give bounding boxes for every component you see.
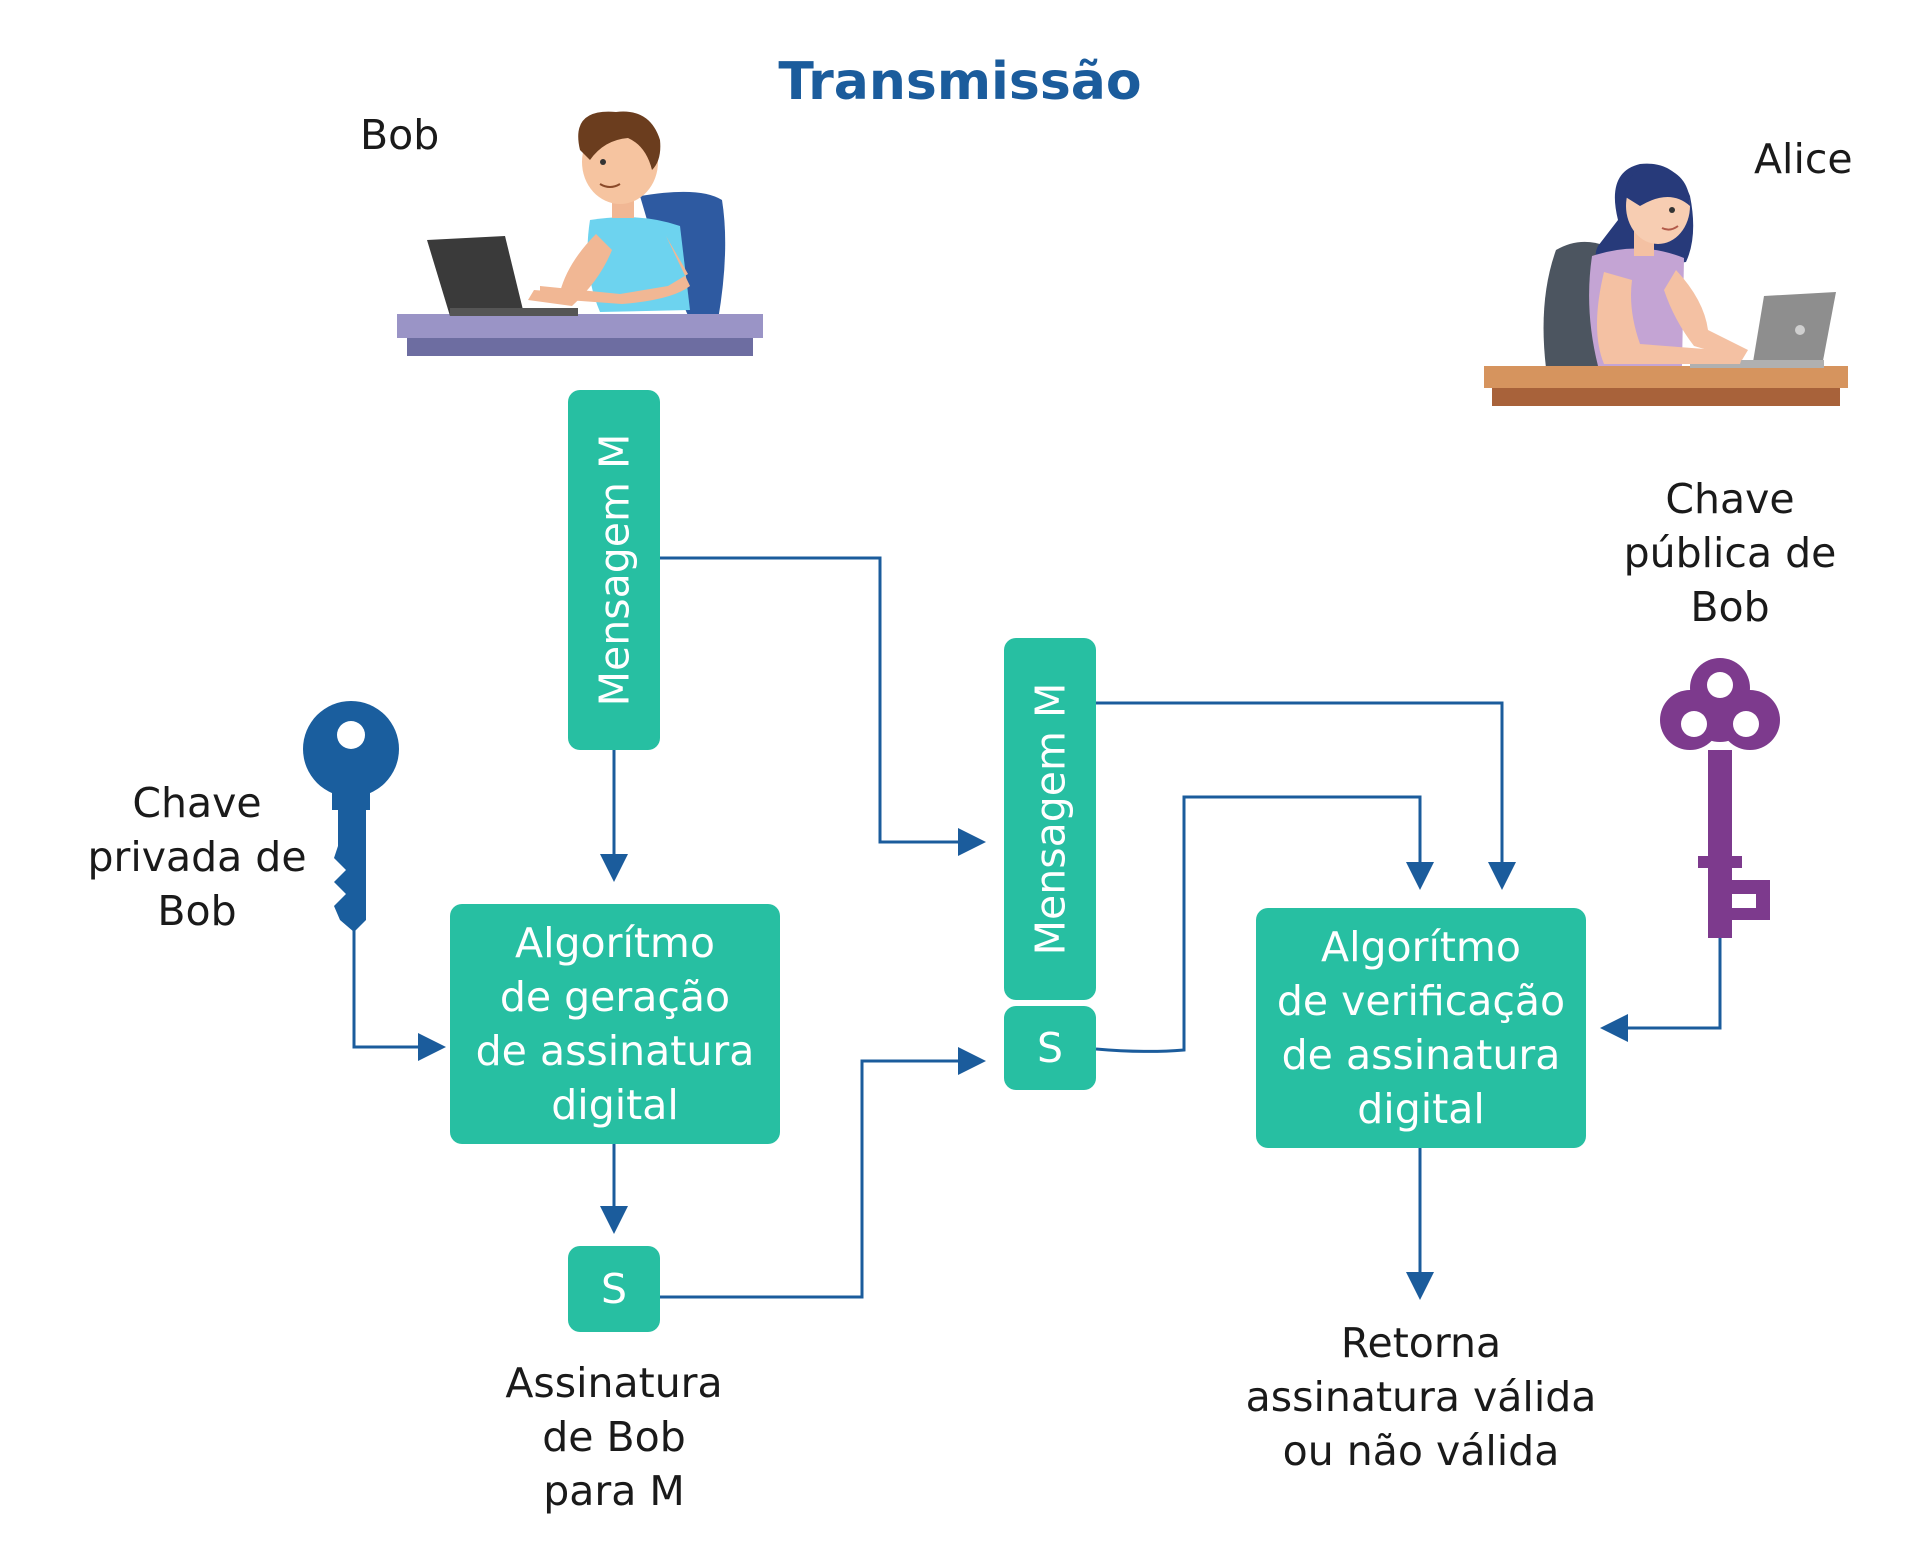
- signature-caption: Assinatura de Bob para M: [505, 1359, 723, 1515]
- arrow-mid-message-to-verification: [1096, 701, 1504, 886]
- verification-algorithm-box: Algorítmo de verificação de assinatura d…: [1256, 908, 1586, 1148]
- result-caption: Retorna assinatura válida ou não válida: [1245, 1319, 1597, 1475]
- message-box-mid: Mensagem M: [1004, 638, 1096, 1000]
- public-key-label: Chave pública de Bob: [1623, 475, 1837, 631]
- generation-algorithm-box: Algorítmo de geração de assinatura digit…: [450, 904, 780, 1144]
- arrow-message-to-mid: [660, 556, 982, 844]
- alice-label: Alice: [1754, 135, 1853, 183]
- bob-label: Bob: [360, 111, 440, 159]
- arrow-signature-to-mid: [660, 1059, 982, 1299]
- arrow-private-key-to-generation: [352, 930, 440, 1049]
- arrow-public-key-to-verification: [1604, 938, 1722, 1030]
- signature-box-mid: S: [1004, 1006, 1096, 1090]
- private-key-label: Chave privada de Bob: [87, 779, 307, 935]
- message-box-top: Mensagem M: [568, 390, 660, 750]
- signature-box-bottom: S: [568, 1246, 660, 1332]
- arrow-mid-signature-to-verification: [1095, 795, 1422, 1053]
- diagram-title: Transmissão: [778, 52, 1142, 112]
